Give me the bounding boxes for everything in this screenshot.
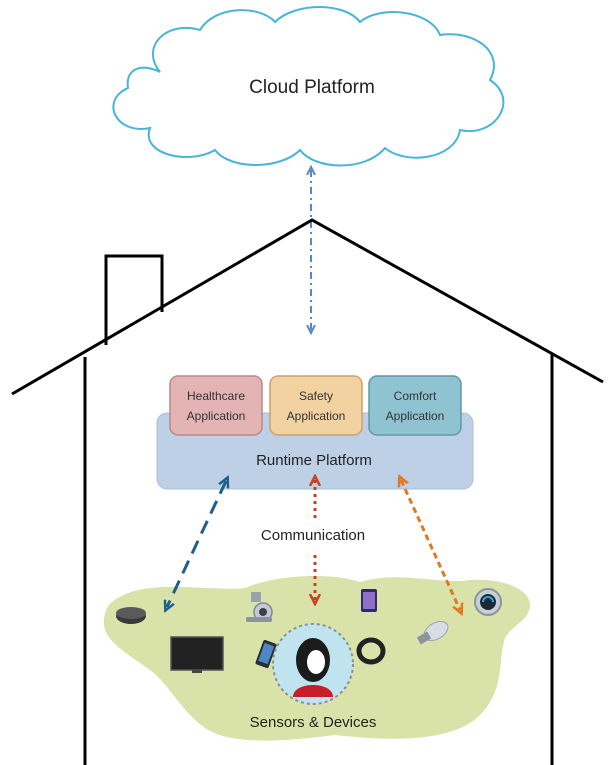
healthcare-application-line2: Application bbox=[187, 409, 246, 423]
comfort-application: Comfort Application bbox=[368, 375, 462, 436]
healthcare-application-line1: Healthcare bbox=[187, 389, 245, 403]
tv-icon bbox=[170, 636, 224, 673]
phone-icon bbox=[255, 639, 277, 669]
comfort-application-line1: Comfort bbox=[394, 389, 437, 403]
roof bbox=[11, 218, 604, 396]
chimney bbox=[104, 254, 164, 345]
sensors-devices-label: Sensors & Devices bbox=[250, 714, 377, 731]
webcam-icon bbox=[246, 592, 273, 622]
cloud-platform-label: Cloud Platform bbox=[249, 77, 375, 98]
healthcare-application: Healthcare Application bbox=[169, 375, 263, 436]
house-outline bbox=[11, 218, 604, 765]
left-communication-arrow bbox=[167, 481, 226, 607]
comfort-application-line2: Application bbox=[386, 409, 445, 423]
cloud-shape bbox=[112, 6, 505, 167]
communication-label: Communication bbox=[261, 527, 365, 544]
tablet-icon bbox=[361, 589, 377, 612]
safety-application: Safety Application bbox=[269, 375, 363, 436]
user-icon bbox=[272, 623, 354, 705]
cloud-platform: Cloud Platform bbox=[112, 6, 505, 167]
thermostat-icon bbox=[474, 588, 502, 616]
safety-application-line2: Application bbox=[287, 409, 346, 423]
safety-application-line1: Safety bbox=[299, 389, 333, 403]
fitness-band-icon bbox=[356, 637, 386, 665]
runtime-platform-label: Runtime Platform bbox=[256, 452, 372, 469]
speaker-icon bbox=[116, 607, 146, 624]
light-bulb-icon bbox=[416, 621, 449, 645]
right-communication-arrow bbox=[401, 480, 460, 610]
